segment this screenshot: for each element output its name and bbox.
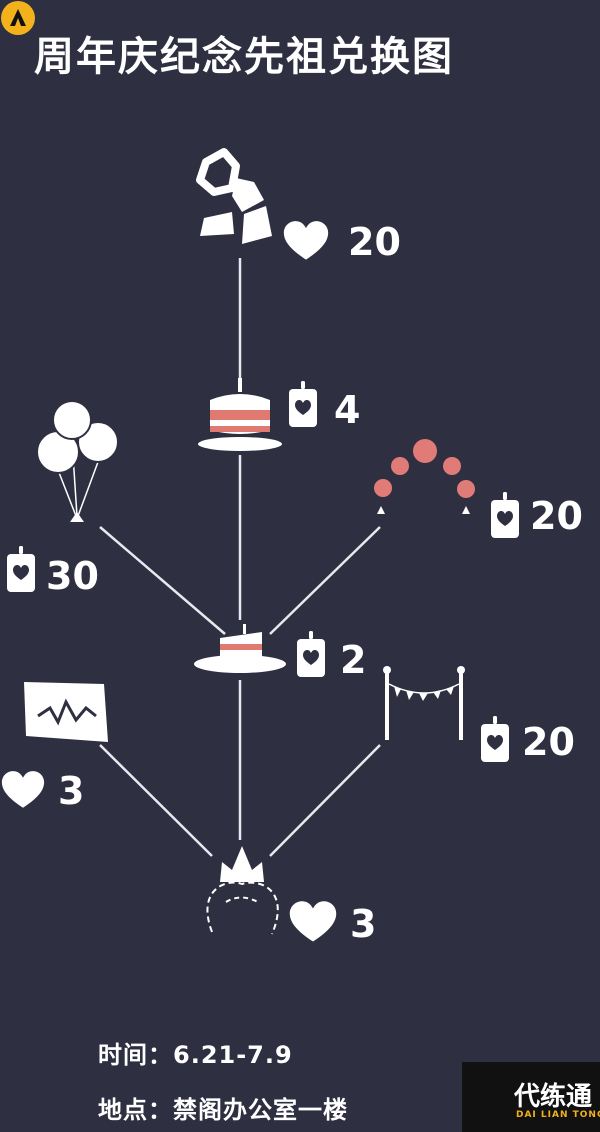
candle-icon <box>289 381 317 427</box>
candle-icon <box>297 631 325 677</box>
heart-icon <box>283 221 329 260</box>
bunting-posts-icon <box>383 666 465 740</box>
flower-arch-icon <box>374 439 475 514</box>
cost-cake-slice: 2 <box>340 638 367 682</box>
watermark-name: 代练通 <box>514 1082 593 1112</box>
crown-hair-icon <box>206 846 279 935</box>
cost-flower-arch: 20 <box>530 494 583 538</box>
connector-lines <box>99 258 381 857</box>
line-balloons-slice <box>99 526 226 635</box>
event-place: 地点：禁阁办公室一楼 <box>98 1096 348 1124</box>
balloons-icon <box>36 400 119 522</box>
cost-balloons: 30 <box>46 554 99 598</box>
line-arch-slice <box>269 526 381 635</box>
cost-party-hat: 20 <box>348 220 401 264</box>
party-hat-icon <box>196 148 272 244</box>
banner-picture-icon <box>24 682 108 742</box>
candle-icon <box>7 546 35 592</box>
cost-banner-picture: 3 <box>58 769 85 813</box>
watermark-panel <box>462 1062 600 1132</box>
big-cake-icon <box>198 378 282 451</box>
event-time: 时间：6.21-7.9 <box>98 1041 293 1069</box>
cost-bunting-posts: 20 <box>522 720 575 764</box>
heart-icon <box>289 901 337 942</box>
candle-icon <box>491 492 519 538</box>
cost-crown-hair: 3 <box>350 902 377 946</box>
cake-slice-icon <box>194 624 286 673</box>
heart-icon <box>1 771 45 808</box>
watermark-sub: DAI LIAN TONG <box>516 1110 600 1120</box>
watermark-logo-icon <box>1 1 35 35</box>
candle-icon <box>481 716 509 762</box>
line-bunting-crown <box>269 744 381 857</box>
line-banner-crown <box>99 744 213 857</box>
cost-big-cake: 4 <box>334 388 361 432</box>
page-title: 周年庆纪念先祖兑换图 <box>34 34 454 80</box>
